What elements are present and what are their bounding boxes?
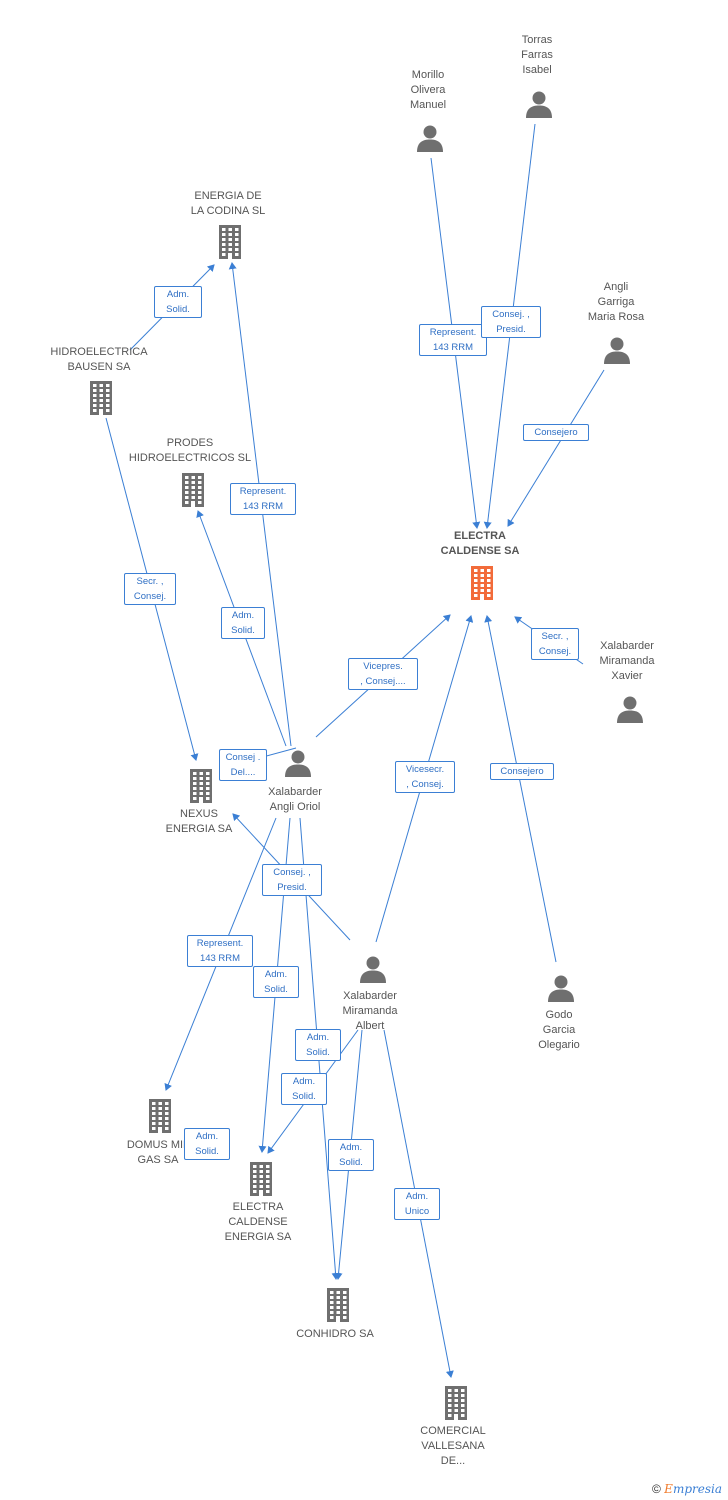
node-label-hidro_bausen[interactable]: HIDROELECTRICA BAUSEN SA [50, 346, 148, 373]
edge-label-xalabarder_oriol-electra_caldense[interactable]: Vicepres. , Consej.... [348, 658, 418, 690]
person-icon-morillo[interactable] [415, 123, 445, 158]
node-label-nexus[interactable]: NEXUS ENERGIA SA [165, 808, 233, 835]
building-icon-nexus[interactable] [187, 769, 215, 808]
copyright-symbol: © [651, 1482, 661, 1496]
node-label-torras[interactable]: Torras Farras Isabel [521, 33, 553, 76]
edge-label-angli_garriga-electra_caldense[interactable]: Consejero [523, 424, 589, 441]
edge-label-xalabarder_oriol-conhidro[interactable]: Adm. Solid. [295, 1029, 341, 1061]
edge-label-xalabarder_albert-electra_energia[interactable]: Adm. Solid. [281, 1073, 327, 1105]
node-label-godo[interactable]: Godo Garcia Olegario [538, 1008, 580, 1051]
node-label-xalabarder_oriol[interactable]: Xalabarder Angli Oriol [268, 786, 322, 813]
edge-label-xalabarder_oriol-nexus[interactable]: Consej . Del.... [219, 749, 267, 781]
copyright-footer: © Empresia [652, 1482, 722, 1496]
node-label-electra_caldense[interactable]: ELECTRA CALDENSE SA [440, 530, 520, 557]
edge-label-xalabarder_albert-comercial[interactable]: Adm. Unico [394, 1188, 440, 1220]
person-icon-xalabarder_xavier[interactable] [615, 694, 645, 729]
edge-label-morillo-electra_caldense[interactable]: Represent. 143 RRM [419, 324, 487, 356]
building-icon-conhidro[interactable] [324, 1288, 352, 1327]
edge-label-xalabarder_albert-electra_caldense[interactable]: Vicesecr. , Consej. [395, 761, 455, 793]
person-icon-xalabarder_oriol[interactable] [283, 748, 313, 783]
edge-label-hidro_bausen-nexus[interactable]: Secr. , Consej. [124, 573, 176, 605]
person-icon-godo[interactable] [546, 973, 576, 1008]
person-icon-angli_garriga[interactable] [602, 335, 632, 370]
edge-label-xalabarder_xavier-electra_caldense[interactable]: Secr. , Consej. [531, 628, 579, 660]
edge-label-xalabarder_albert-nexus[interactable]: Consej. , Presid. [262, 864, 322, 896]
building-icon-hidro_bausen[interactable] [87, 381, 115, 420]
edge-label-xalabarder_oriol-energia_codina[interactable]: Represent. 143 RRM [230, 483, 296, 515]
building-icon-prodes[interactable] [179, 473, 207, 512]
edge-label-xalabarder_oriol-electra_energia[interactable]: Adm. Solid. [253, 966, 299, 998]
node-label-comercial[interactable]: COMERCIAL VALLESANA DE... [420, 1424, 486, 1467]
node-label-angli_garriga[interactable]: Angli Garriga Maria Rosa [587, 280, 645, 323]
edge-label-godo-electra_caldense[interactable]: Consejero [490, 763, 554, 780]
empresia-logo[interactable]: Empresia [664, 1482, 722, 1496]
edge-label-torras-electra_caldense[interactable]: Consej. , Presid. [481, 306, 541, 338]
person-icon-torras[interactable] [524, 89, 554, 124]
edge-label-hidro_bausen-energia_codina[interactable]: Adm. Solid. [154, 286, 202, 318]
edge-label-xalabarder_oriol-domus[interactable]: Represent. 143 RRM [187, 935, 253, 967]
node-label-electra_energia[interactable]: ELECTRA CALDENSE ENERGIA SA [224, 1200, 292, 1243]
edge-label-xalabarder_albert-conhidro[interactable]: Adm. Solid. [328, 1139, 374, 1171]
node-label-morillo[interactable]: Morillo Olivera Manuel [409, 68, 447, 111]
edge-godo-electra_caldense [484, 615, 557, 963]
person-icon-xalabarder_albert[interactable] [358, 954, 388, 989]
node-label-conhidro[interactable]: CONHIDRO SA [296, 1327, 374, 1340]
building-icon-domus[interactable] [146, 1099, 174, 1138]
building-icon-comercial[interactable] [442, 1386, 470, 1425]
node-label-xalabarder_xavier[interactable]: Xalabarder Miramanda Xavier [599, 639, 655, 682]
node-label-xalabarder_albert[interactable]: Xalabarder Miramanda Albert [342, 989, 398, 1032]
edge-label-xalabarder_oriol-prodes[interactable]: Adm. Solid. [221, 607, 265, 639]
node-label-energia_codina[interactable]: ENERGIA DE LA CODINA SL [190, 190, 266, 217]
building-icon-energia_codina[interactable] [216, 225, 244, 264]
node-label-prodes[interactable]: PRODES HIDROELECTRICOS SL [128, 437, 252, 464]
building-icon-electra_energia[interactable] [247, 1162, 275, 1201]
edge-label-electra_energia-domus[interactable]: Adm. Solid. [184, 1128, 230, 1160]
building-icon-electra_caldense[interactable] [468, 566, 496, 605]
edge-angli_garriga-electra_caldense [507, 369, 605, 527]
